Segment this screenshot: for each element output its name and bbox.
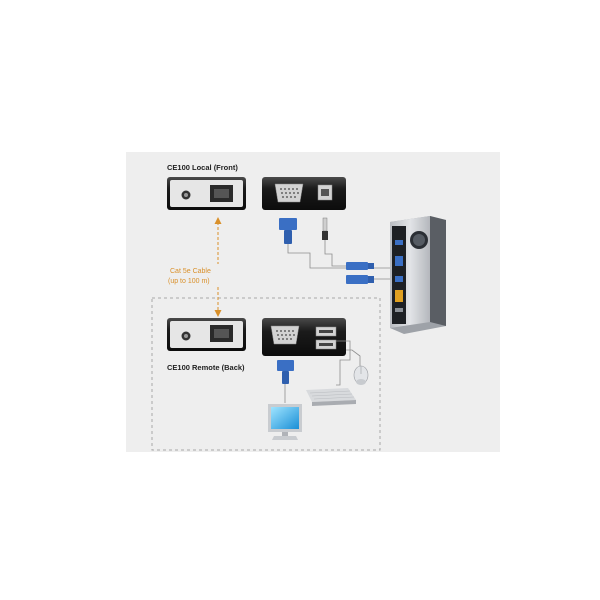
remote-unit-label: CE100 Remote (Back) [167, 363, 245, 372]
pc-tower-icon [390, 216, 446, 334]
local-unit-back [262, 177, 346, 210]
vga-connector-icon [277, 360, 294, 384]
vga-connector-icon [279, 218, 297, 244]
remote-unit-back [262, 318, 346, 356]
monitor-icon [268, 404, 302, 440]
dc-power-jack-icon [181, 190, 191, 200]
rj45-port-icon [210, 185, 233, 202]
vga-port-icon [274, 183, 304, 203]
local-unit-front [167, 177, 246, 210]
mouse-icon [353, 365, 369, 385]
remote-zone-outline [151, 297, 381, 451]
rj45-port-icon [210, 325, 233, 342]
usb-connector-icon [322, 217, 328, 240]
dc-power-jack-icon [181, 331, 191, 341]
remote-unit-front [167, 318, 246, 351]
vga-port-icon [270, 325, 300, 345]
cable-label-line1: Cat 5e Cable [170, 268, 211, 275]
pc-input-connectors [346, 262, 374, 284]
usb-b-port-icon [317, 184, 333, 201]
cat5e-cable [166, 217, 222, 317]
local-unit-label: CE100 Local (Front) [167, 163, 238, 172]
usb-a-ports-icon [315, 326, 337, 350]
cable-label-line2: (up to 100 m) [168, 278, 210, 285]
keyboard-icon [306, 388, 356, 406]
peripheral-cables [336, 340, 361, 386]
